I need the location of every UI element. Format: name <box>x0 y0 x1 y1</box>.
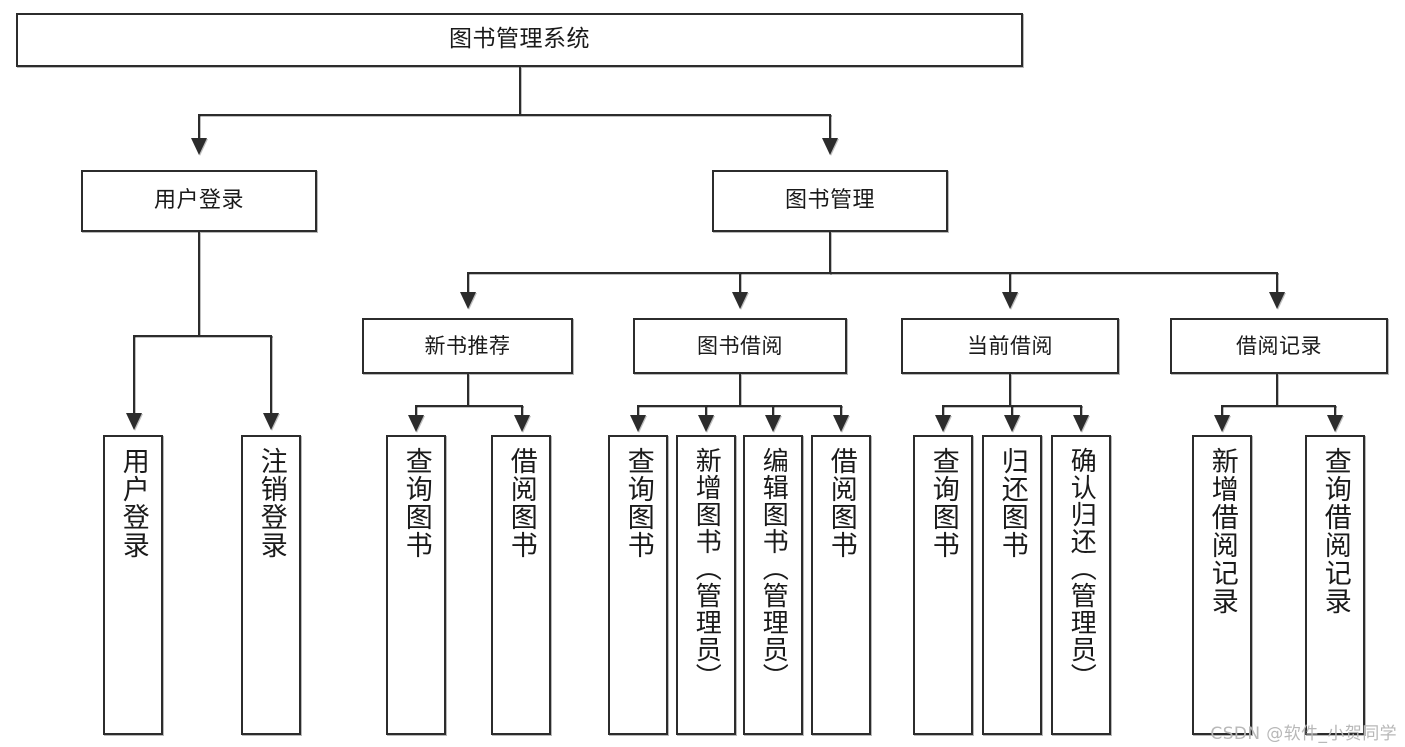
node-root-system[interactable]: 图书管理系统 <box>16 13 1023 67</box>
connector-user-login-drop-1 <box>133 335 135 415</box>
connector-record-drop-1 <box>1221 405 1223 417</box>
arrow-to-leaf-borrow-book-2 <box>833 415 849 432</box>
connector-user-login-drop-2 <box>270 335 272 415</box>
csdn-watermark: CSDN @软件_小贺同学 <box>1210 724 1397 744</box>
connector-root-bus <box>198 114 831 116</box>
leaf-edit-book-admin[interactable]: 编辑图书（管理员） <box>743 435 803 735</box>
node-label: 借阅图书 <box>505 447 537 559</box>
arrow-to-leaf-add-book <box>698 415 714 432</box>
node-label: 用户登录 <box>153 188 244 214</box>
connector-user-login-bus <box>133 335 272 337</box>
node-label: 当前借阅 <box>967 333 1053 358</box>
connector-current-drop-1 <box>942 405 944 417</box>
node-label: 图书借阅 <box>697 333 783 358</box>
connector-record-stem <box>1276 374 1278 406</box>
connector-recommend-bus <box>415 405 523 407</box>
arrow-to-leaf-user-login <box>126 413 142 430</box>
connector-root-drop-right <box>829 114 831 140</box>
arrow-to-leaf-logout <box>263 413 279 430</box>
connector-borrow-drop-1 <box>637 405 639 417</box>
node-label: 查询图书 <box>927 447 959 559</box>
arrow-to-book-manage <box>822 138 838 155</box>
connector-recommend-drop-2 <box>521 405 523 417</box>
leaf-add-borrow-record[interactable]: 新增借阅记录 <box>1192 435 1252 735</box>
node-current-borrow[interactable]: 当前借阅 <box>901 318 1119 374</box>
arrow-to-user-login <box>191 138 207 155</box>
arrow-to-leaf-query-record <box>1327 415 1343 432</box>
leaf-query-book-borrow[interactable]: 查询图书 <box>608 435 668 735</box>
arrow-to-leaf-confirm-return <box>1073 415 1089 432</box>
connector-book-manage-drop-4 <box>1276 272 1278 294</box>
connector-root-drop-left <box>198 114 200 140</box>
leaf-borrow-book[interactable]: 借阅图书 <box>811 435 871 735</box>
connector-current-drop-3 <box>1080 405 1082 417</box>
leaf-user-login[interactable]: 用户登录 <box>103 435 163 735</box>
connector-book-manage-stem <box>829 232 831 274</box>
arrow-to-current-borrow <box>1002 292 1018 309</box>
node-label: 图书管理系统 <box>449 26 590 53</box>
node-label: 查询图书 <box>400 447 432 559</box>
connector-recommend-drop-1 <box>415 405 417 417</box>
node-label: 查询借阅记录 <box>1319 447 1351 615</box>
connector-borrow-drop-4 <box>840 405 842 417</box>
node-label: 新增借阅记录 <box>1206 447 1238 615</box>
connector-book-manage-drop-1 <box>467 272 469 294</box>
connector-current-stem <box>1009 374 1011 406</box>
connector-borrow-bus <box>637 405 842 407</box>
node-label: 注销登录 <box>255 447 287 559</box>
arrow-to-borrow-record <box>1269 292 1285 309</box>
node-label: 图书管理 <box>784 188 875 214</box>
leaf-query-borrow-record[interactable]: 查询借阅记录 <box>1305 435 1365 735</box>
node-label: 新增图书（管理员） <box>691 447 722 690</box>
connector-record-drop-2 <box>1334 405 1336 417</box>
leaf-confirm-return-admin[interactable]: 确认归还（管理员） <box>1051 435 1111 735</box>
node-label: 确认归还（管理员） <box>1066 447 1097 690</box>
node-new-book-recommend[interactable]: 新书推荐 <box>362 318 573 374</box>
connector-root-stem <box>519 67 521 115</box>
node-label: 查询图书 <box>622 447 654 559</box>
node-borrow-record[interactable]: 借阅记录 <box>1170 318 1388 374</box>
arrow-to-leaf-query-book-2 <box>630 415 646 432</box>
leaf-borrow-book-recommend[interactable]: 借阅图书 <box>491 435 551 735</box>
connector-user-login-stem <box>198 232 200 336</box>
arrow-to-leaf-return-book <box>1004 415 1020 432</box>
connector-recommend-stem <box>467 374 469 406</box>
connector-book-manage-drop-3 <box>1009 272 1011 294</box>
node-book-borrow[interactable]: 图书借阅 <box>633 318 847 374</box>
node-label: 用户登录 <box>117 447 149 559</box>
node-book-manage[interactable]: 图书管理 <box>712 170 948 232</box>
connector-borrow-drop-2 <box>705 405 707 417</box>
leaf-add-book-admin[interactable]: 新增图书（管理员） <box>676 435 736 735</box>
connector-book-manage-drop-2 <box>739 272 741 294</box>
node-label: 归还图书 <box>996 447 1028 559</box>
leaf-query-book-current[interactable]: 查询图书 <box>913 435 973 735</box>
arrow-to-new-book-recommend <box>460 292 476 309</box>
leaf-logout[interactable]: 注销登录 <box>241 435 301 735</box>
arrow-to-leaf-query-book-3 <box>935 415 951 432</box>
arrow-to-leaf-add-record <box>1214 415 1230 432</box>
leaf-return-book[interactable]: 归还图书 <box>982 435 1042 735</box>
node-label: 借阅记录 <box>1236 333 1322 358</box>
arrow-to-book-borrow <box>732 292 748 309</box>
leaf-query-book-recommend[interactable]: 查询图书 <box>386 435 446 735</box>
node-label: 借阅图书 <box>825 447 857 559</box>
arrow-to-leaf-query-book-1 <box>408 415 424 432</box>
node-label: 新书推荐 <box>424 333 511 358</box>
arrow-to-leaf-edit-book <box>765 415 781 432</box>
connector-current-drop-2 <box>1011 405 1013 417</box>
connector-borrow-stem <box>739 374 741 406</box>
node-label: 编辑图书（管理员） <box>758 447 789 690</box>
arrow-to-leaf-borrow-book-1 <box>514 415 530 432</box>
node-user-login[interactable]: 用户登录 <box>81 170 317 232</box>
connector-record-bus <box>1221 405 1336 407</box>
connector-book-manage-bus <box>467 272 1278 274</box>
connector-borrow-drop-3 <box>772 405 774 417</box>
